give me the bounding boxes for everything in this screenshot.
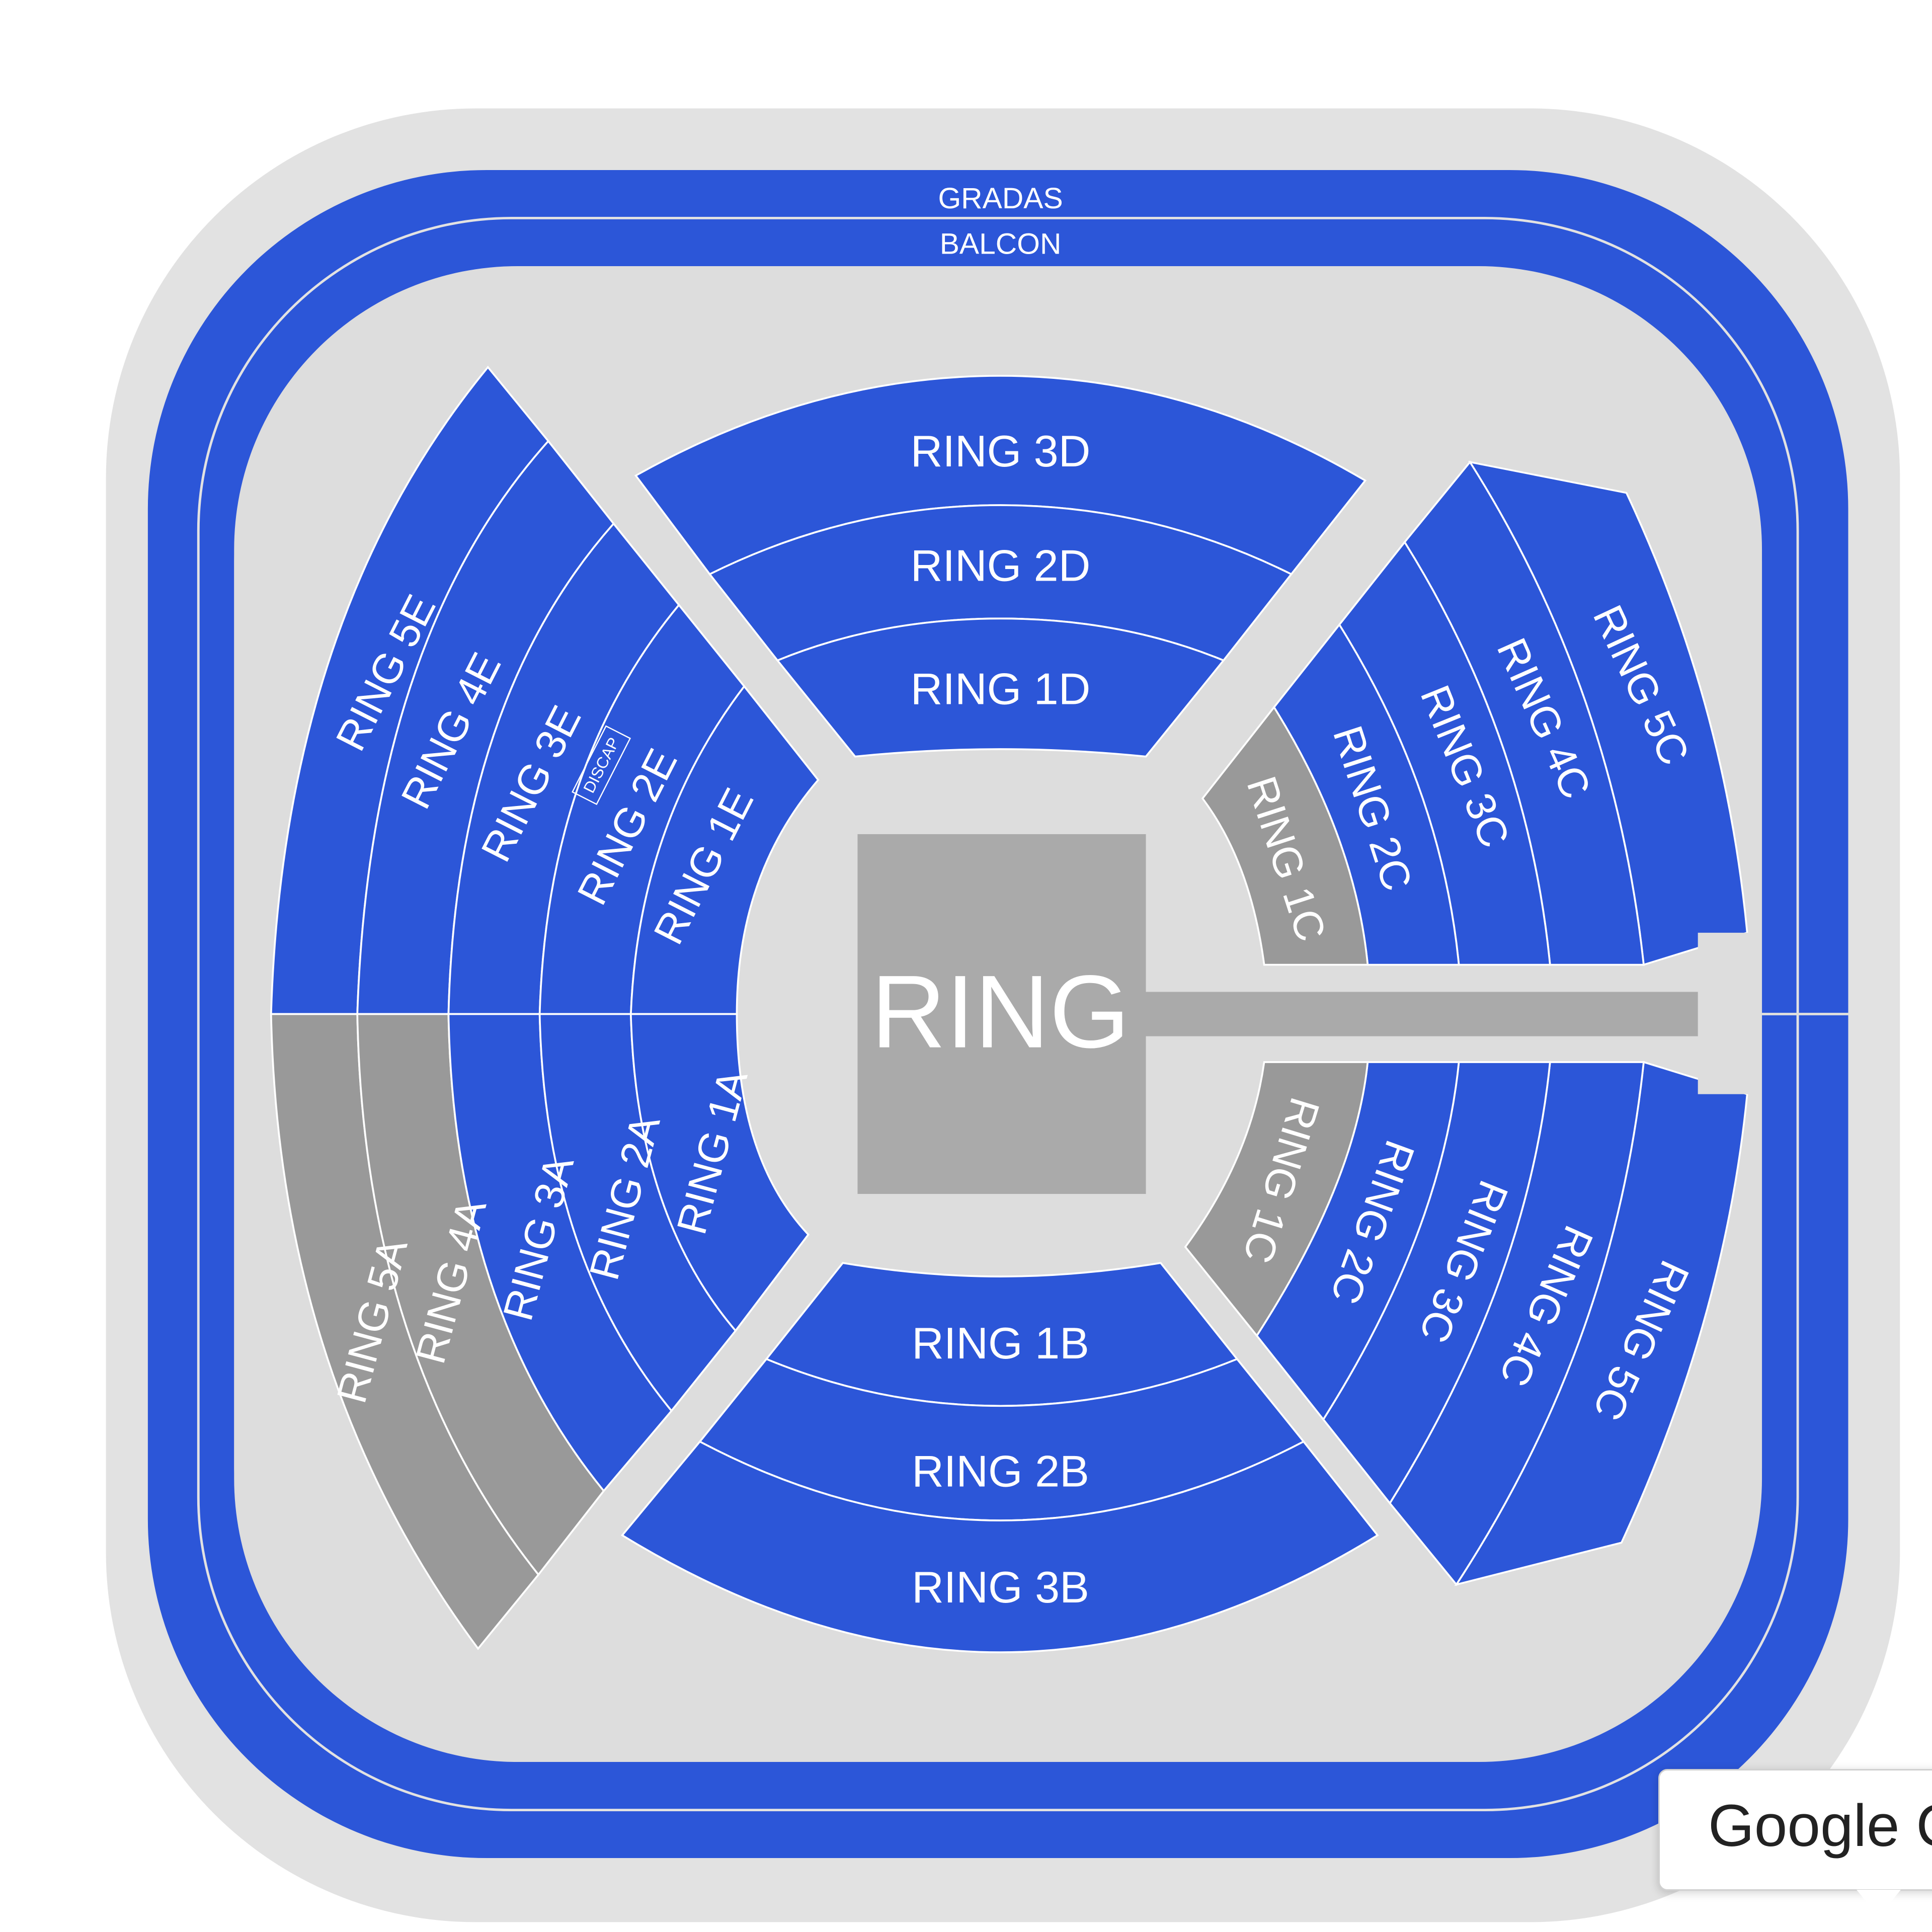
- section-ring-3b[interactable]: [620, 1440, 1379, 1653]
- section-ring-1d[interactable]: [776, 617, 1225, 758]
- aisle-right-upper: [1698, 932, 1750, 965]
- ring-stage: [857, 834, 1146, 1194]
- section-ring-1c-lower[interactable]: [1184, 1061, 1369, 1337]
- aisle-right-lower: [1698, 1062, 1750, 1094]
- ring-walkway: [1143, 992, 1698, 1036]
- section-ring-1c-upper[interactable]: [1201, 705, 1369, 966]
- google-chrome-tooltip: Google Cl: [1658, 1769, 1932, 1891]
- section-ring-1a[interactable]: [629, 1013, 810, 1332]
- tooltip-text: Google Cl: [1708, 1793, 1932, 1859]
- tooltip-arrow: [1857, 1890, 1901, 1917]
